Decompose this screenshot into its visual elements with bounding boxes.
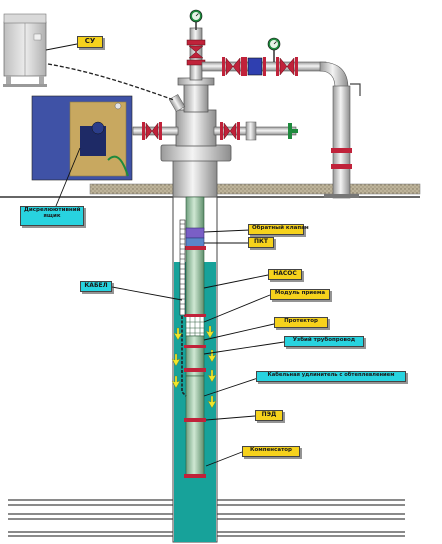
ground-surface <box>89 183 421 195</box>
right-casing-valve <box>220 122 240 140</box>
casing-green-valve-icon <box>288 123 298 139</box>
motor-lead-cable <box>181 316 187 397</box>
riser-vent <box>350 83 361 96</box>
check-valve-body <box>185 227 205 239</box>
su-callout: СУ <box>77 36 103 48</box>
pump-callout: НАСОС <box>268 269 302 280</box>
surface-cable <box>47 63 175 101</box>
flowline-pressure-gauge-icon <box>267 37 281 62</box>
tubing-couplings <box>184 246 206 478</box>
compensator-callout: Компенсатор <box>242 446 300 457</box>
formation-lines <box>8 499 405 537</box>
callout-leaders <box>45 43 285 467</box>
wellhead-base <box>172 159 218 198</box>
intake-module-callout: Модуль приема <box>270 289 330 300</box>
intake-screen-mesh <box>186 316 204 336</box>
kabel-callout: КАБЕЛ <box>80 281 112 292</box>
pipe-elbow <box>319 61 349 89</box>
pump-section <box>185 247 205 317</box>
wellhead-flange <box>160 144 232 162</box>
cable-gland <box>168 94 186 112</box>
control-station-cabinet <box>3 13 47 87</box>
protector-callout: Протектор <box>274 317 328 328</box>
junction-box-photo <box>31 95 133 181</box>
upper-meter <box>244 57 266 76</box>
upper-flowline-valve <box>222 57 244 76</box>
riser-base <box>324 194 359 198</box>
motor-callout: ПЭД <box>255 410 283 421</box>
left-casing-valve <box>142 122 162 140</box>
top-pressure-gauge-icon <box>189 9 203 30</box>
pipe-riser <box>332 85 351 199</box>
motor-section <box>185 375 205 477</box>
downhole-cable-pattern <box>180 223 185 310</box>
bend-callout: Узбий трубопровод <box>284 336 364 347</box>
junction-box-callout: Дисрелюютивний ящик <box>20 206 84 226</box>
check-valve-callout: Обратный клапан <box>248 224 309 235</box>
pkt-callout: ПКТ <box>248 237 274 248</box>
downhole-cable <box>179 219 186 316</box>
cable-extension-callout: Кабельная удлинитель с обтеплевлением <box>256 371 406 382</box>
flow-arrows <box>171 325 217 409</box>
tubing-string <box>185 196 205 231</box>
second-flowline-valve <box>276 57 298 76</box>
